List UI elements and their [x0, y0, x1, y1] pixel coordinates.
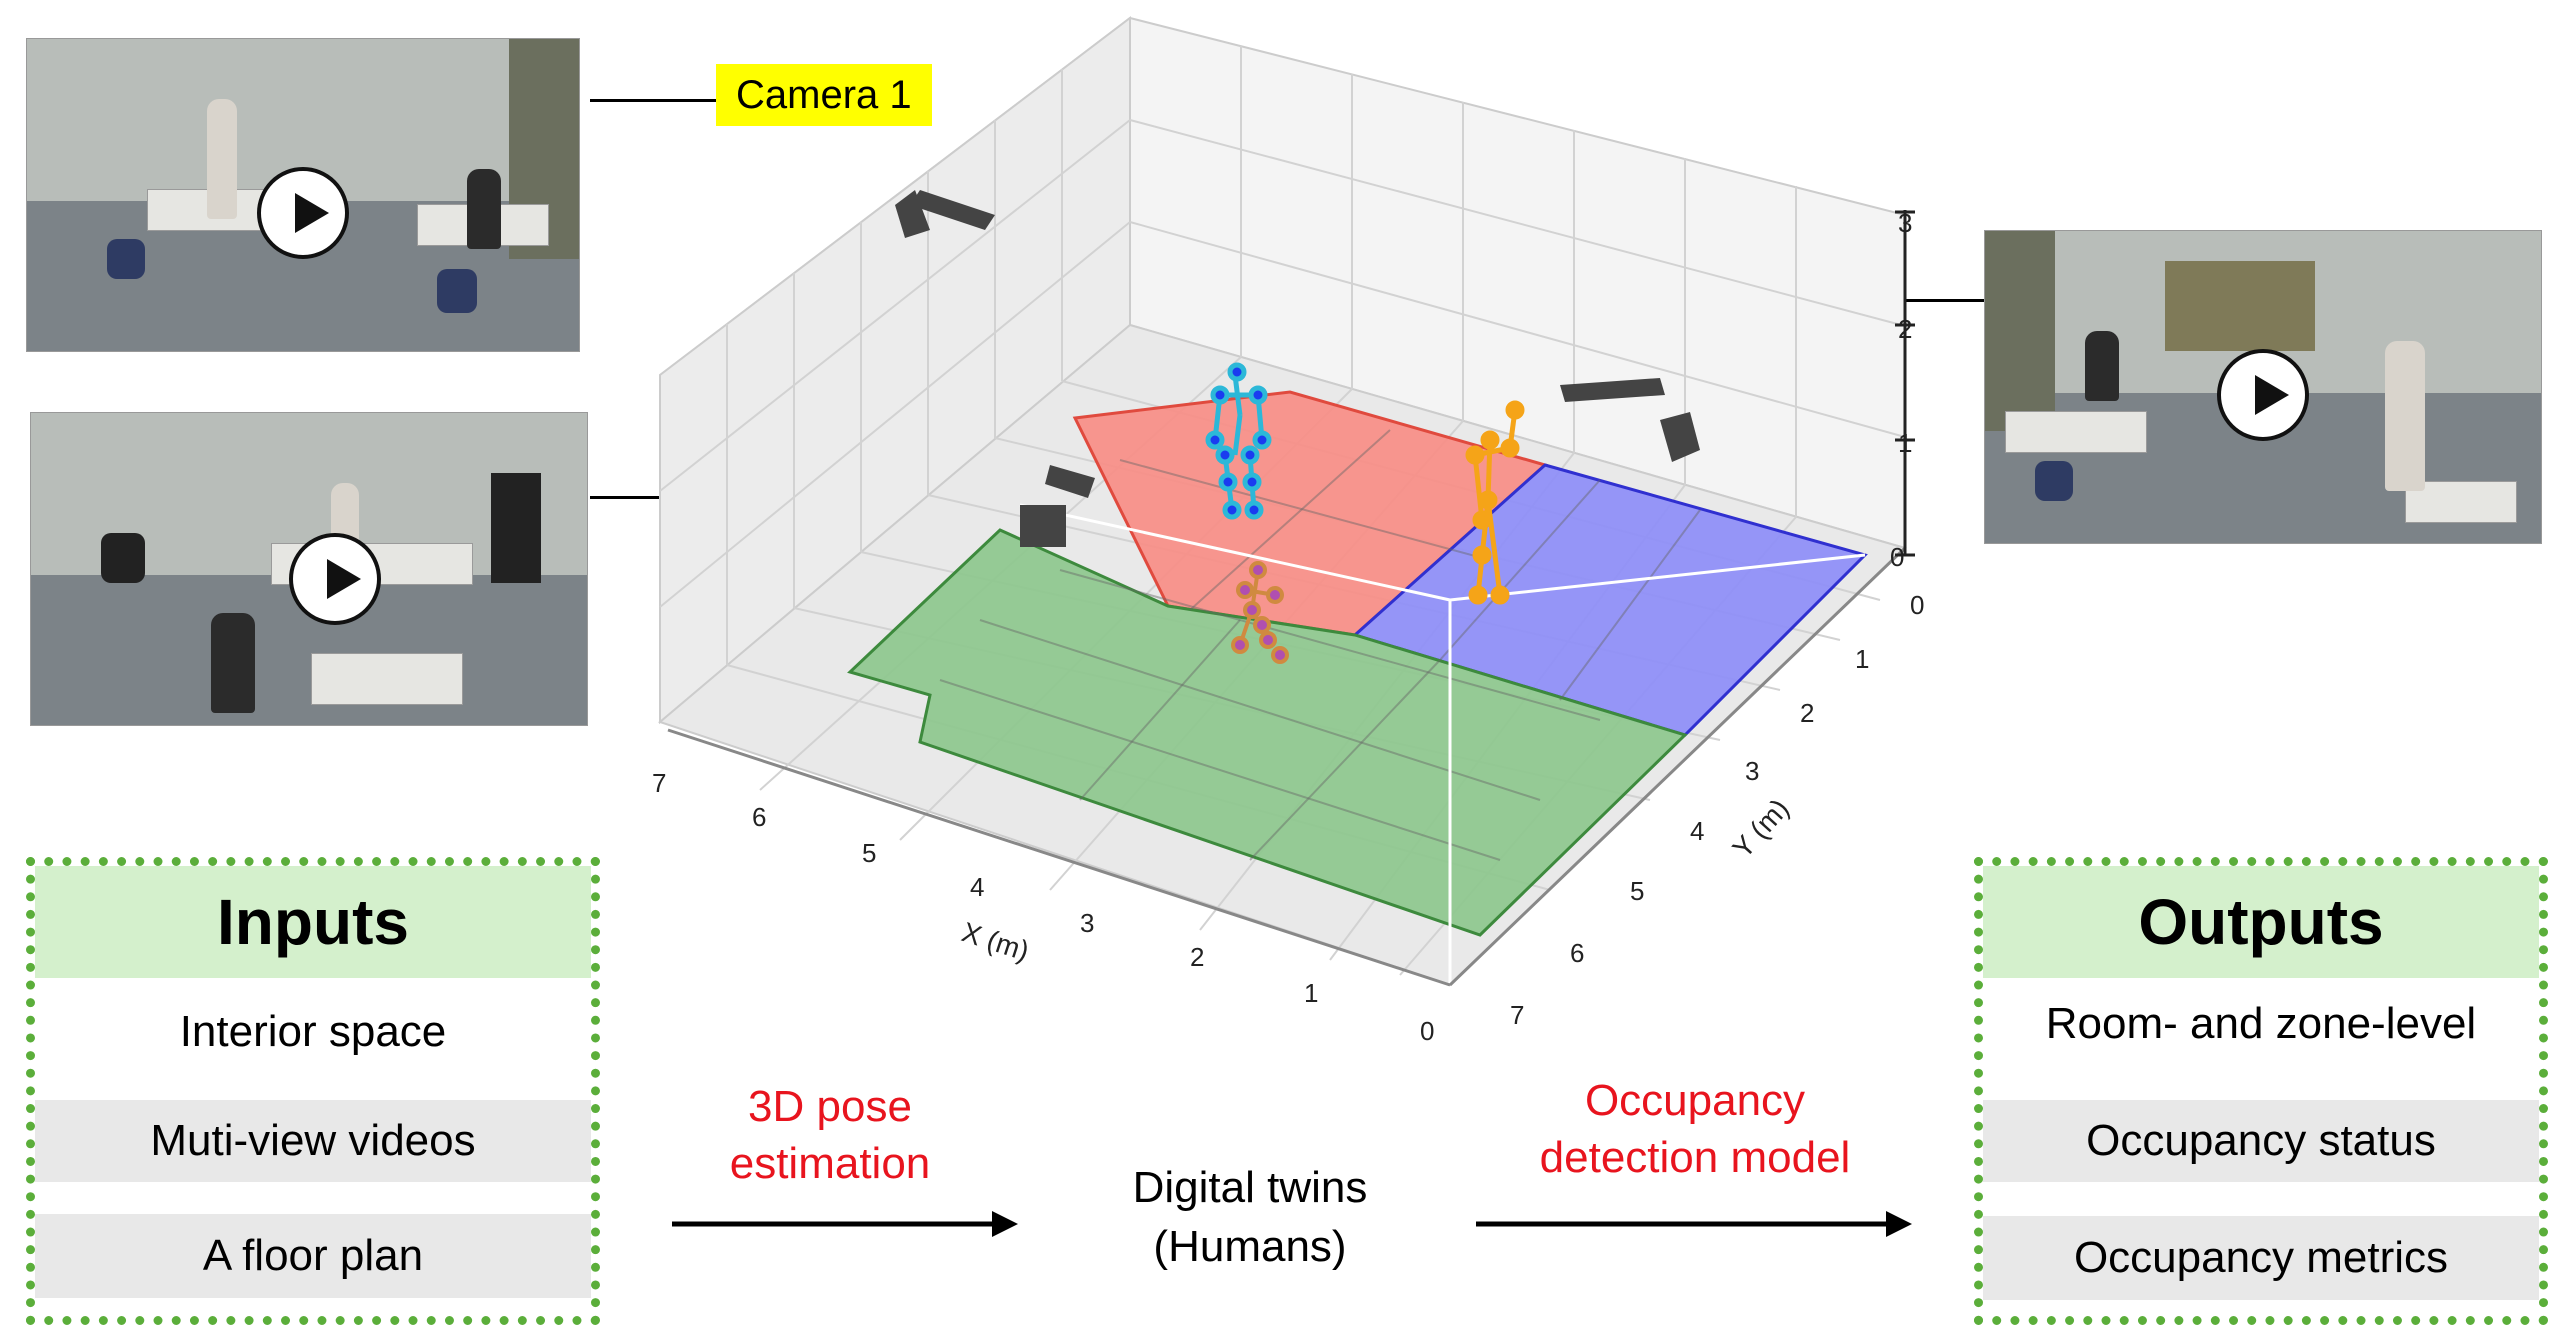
- skeleton-orange: [1465, 400, 1525, 605]
- x-tick-label: 1: [1304, 978, 1318, 1008]
- thumbnail-person: [467, 169, 501, 249]
- z-tick-label: 2: [1898, 314, 1912, 344]
- camera-1-label: Camera 1: [716, 64, 932, 126]
- thumbnail-person: [2385, 341, 2425, 491]
- camera-2-video-thumbnail[interactable]: [30, 412, 588, 726]
- arrow-to-digital-twins: [672, 1211, 1018, 1237]
- y-axis-line: [1448, 546, 1907, 987]
- camera-1-model: [895, 190, 995, 238]
- camera-3-video-thumbnail[interactable]: [1984, 230, 2542, 544]
- outputs-row-room-zone-level: Room- and zone-level: [2045, 999, 2477, 1048]
- z-tick-label: 3: [1898, 208, 1912, 238]
- play-button[interactable]: [2217, 349, 2309, 441]
- y-tick-label: 7: [1510, 1000, 1524, 1030]
- x-axis-label: X (m): [958, 916, 1033, 967]
- occupancy-model-line-1: Occupancy: [1584, 1076, 1806, 1125]
- camera-1-video-thumbnail[interactable]: [26, 38, 580, 352]
- camera-2-label: Camera 2: [756, 460, 972, 522]
- inputs-row-floor-plan: A floor plan: [35, 1214, 591, 1298]
- zone-red: [1072, 390, 1549, 637]
- thumbnail-person: [211, 613, 255, 713]
- outputs-panel: Outputs Room- and zone-level Occupancy s…: [1974, 857, 2548, 1325]
- thumbnail-shelf: [1985, 231, 2055, 431]
- inputs-row-multi-view-videos: Muti-view videos: [35, 1100, 591, 1182]
- inputs-row-interior-space: Interior space: [179, 1007, 447, 1056]
- thumbnail-desk: [2005, 411, 2147, 453]
- play-button[interactable]: [289, 533, 381, 625]
- y-tick-label: 4: [1690, 816, 1704, 846]
- thumbnail-screen: [491, 473, 541, 583]
- skeleton-blue: [1205, 362, 1272, 520]
- thumbnail-chair: [437, 269, 477, 313]
- thumbnail-person: [207, 99, 237, 219]
- x-tick-label: 7: [652, 768, 666, 798]
- camera-3-label: Camera 3: [1558, 266, 1774, 328]
- inputs-title: Inputs: [35, 866, 591, 978]
- x-tick-label: 3: [1080, 908, 1094, 938]
- pose-estimation-label: 3D pose estimation: [690, 1078, 970, 1192]
- x-axis-line: [667, 728, 1451, 987]
- plot-floor-pane: [657, 323, 1907, 987]
- pose-estimation-line-1: 3D pose: [748, 1082, 912, 1131]
- camera-1-leader-line: [590, 99, 716, 102]
- inputs-panel: Inputs Interior space Muti-view videos A…: [26, 857, 600, 1325]
- occupancy-model-line-2: detection model: [1539, 1133, 1851, 1183]
- zone-blue: [1352, 463, 1868, 737]
- digital-twins-line-2: (Humans): [1153, 1222, 1347, 1272]
- z-tick-label: 0: [1890, 542, 1904, 572]
- occupancy-model-label: Occupancy detection model: [1500, 1072, 1890, 1186]
- thumbnail-person: [2085, 331, 2119, 401]
- z-axis-ticks: [1895, 210, 1915, 557]
- digital-twins-label: Digital twins (Humans): [1090, 1158, 1410, 1277]
- camera-3-model: [1560, 378, 1700, 462]
- outputs-row-occupancy-metrics: Occupancy metrics: [1983, 1216, 2539, 1300]
- y-tick-label: 5: [1630, 876, 1644, 906]
- zone-grid: [939, 429, 1701, 861]
- y-tick-label: 1: [1855, 644, 1869, 674]
- y-tick-label: 6: [1570, 938, 1584, 968]
- thumbnail-desk: [311, 653, 463, 705]
- thumbnail-chair: [2035, 461, 2073, 501]
- x-tick-label: 5: [862, 838, 876, 868]
- y-tick-label: 2: [1800, 698, 1814, 728]
- thumbnail-chair: [101, 533, 145, 583]
- y-axis-label: Y (m): [1726, 793, 1794, 864]
- z-tick-label: 1: [1898, 428, 1912, 458]
- camera-2-model: [1020, 465, 1095, 547]
- x-tick-label: 2: [1190, 942, 1204, 972]
- y-tick-label: 0: [1910, 590, 1924, 620]
- arrow-to-outputs: [1476, 1211, 1912, 1237]
- thumbnail-chair: [107, 239, 145, 279]
- plot-top-edge: [1019, 503, 1451, 602]
- digital-twins-line-1: Digital twins: [1132, 1163, 1368, 1212]
- y-tick-label: 3: [1745, 756, 1759, 786]
- camera-2-leader-line: [590, 496, 756, 499]
- pose-estimation-line-2: estimation: [729, 1139, 931, 1189]
- skeleton-purple: [1231, 561, 1289, 664]
- zone-green: [847, 528, 1688, 937]
- play-button[interactable]: [257, 167, 349, 259]
- plot-top-edge: [1449, 553, 1866, 602]
- x-tick-label: 6: [752, 802, 766, 832]
- outputs-row-occupancy-status: Occupancy status: [1983, 1100, 2539, 1182]
- camera-3-leader-line: [1790, 299, 1984, 302]
- thumbnail-shelf: [2165, 261, 2315, 351]
- x-tick-label: 0: [1420, 1016, 1434, 1046]
- x-tick-label: 4: [970, 872, 984, 902]
- outputs-title: Outputs: [1983, 866, 2539, 978]
